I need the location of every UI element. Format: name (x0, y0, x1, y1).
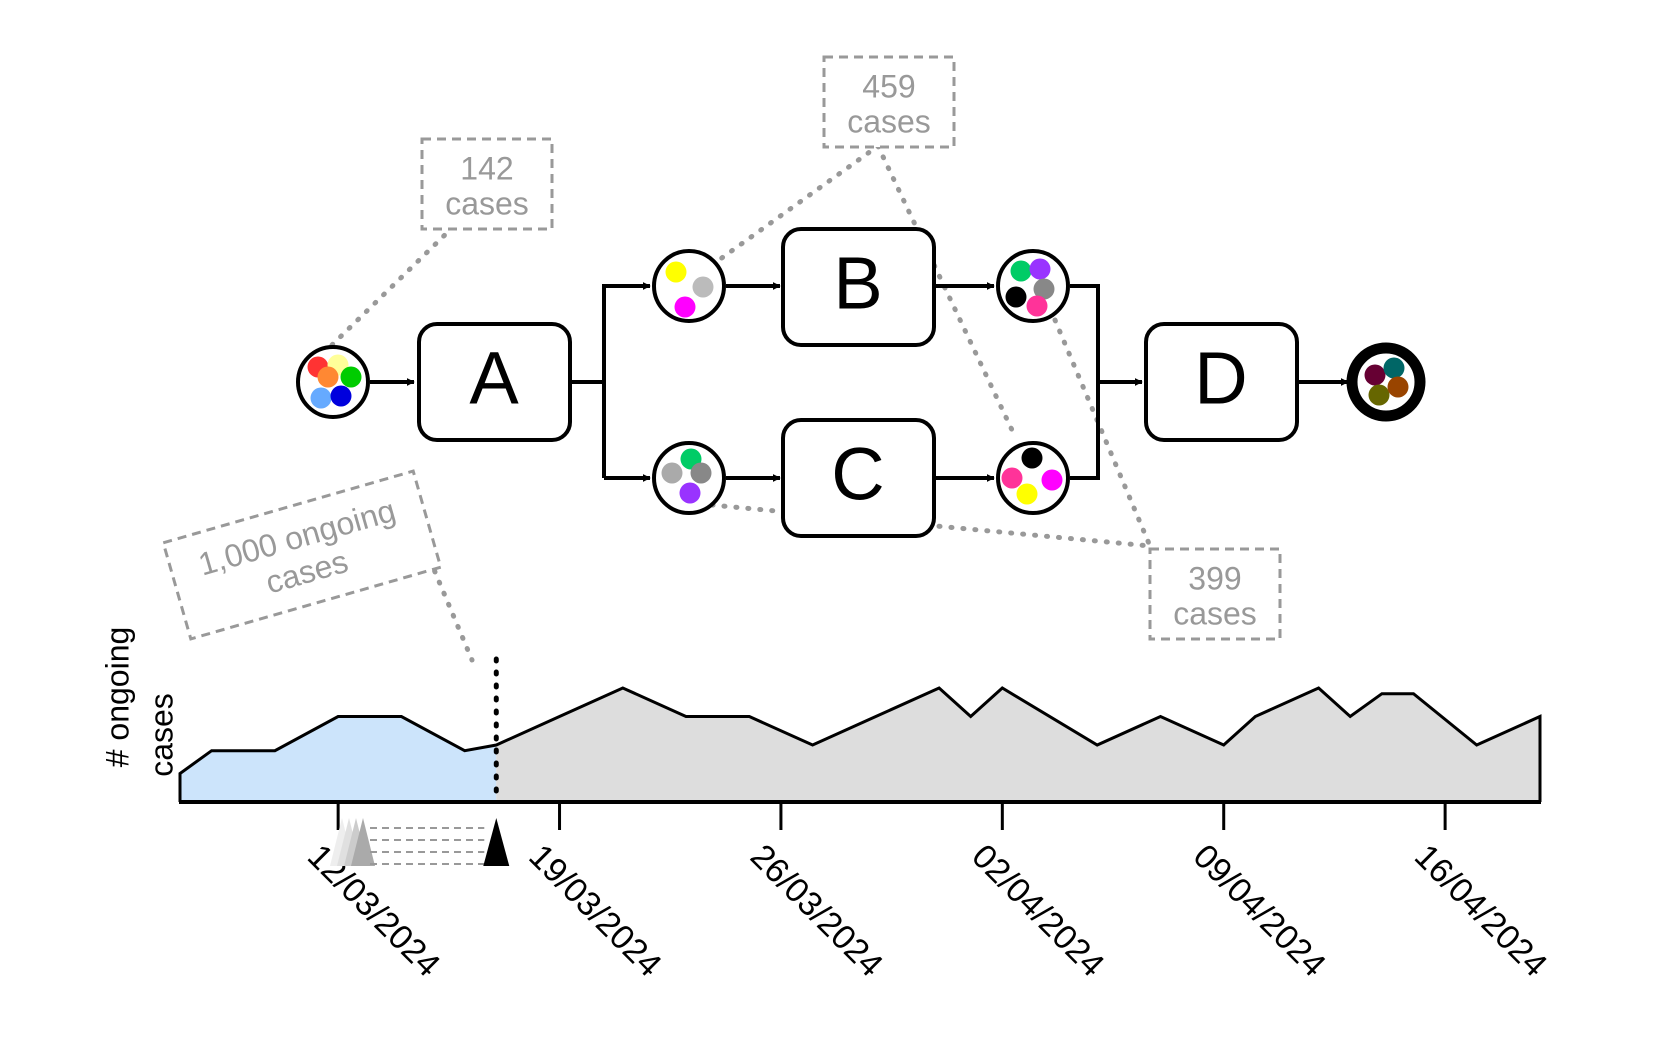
case-token (1005, 286, 1027, 308)
start-place (296, 345, 370, 419)
case-token (1364, 364, 1386, 386)
case-token (1387, 376, 1409, 398)
case-token (1001, 467, 1023, 489)
case-token (665, 261, 687, 283)
time-slider[interactable] (330, 656, 510, 866)
process-flow-edges (370, 282, 1349, 482)
previous-handle (351, 818, 375, 866)
join-cases-count: 399 (1188, 560, 1241, 596)
y-axis-label-line-2: cases (143, 693, 179, 777)
place-before-c (652, 441, 726, 515)
x-tick-label: 16/04/2024 (1407, 837, 1554, 984)
case-token (1010, 260, 1032, 282)
activity-d: D (1144, 322, 1299, 442)
future-cases-area (496, 688, 1541, 802)
case-token (340, 366, 362, 388)
case-token (1368, 384, 1390, 406)
start-cases-count: 142 (460, 150, 513, 186)
activity-a: A (417, 322, 572, 442)
case-token (1383, 357, 1405, 379)
join-cases-annotation: 399 cases (1148, 547, 1282, 641)
case-token (690, 462, 712, 484)
ongoing-cases-chart: 12/03/2024 19/03/2024 26/03/2024 02/04/2024… (99, 627, 1554, 985)
y-axis-label-line-1: # ongoing (99, 627, 135, 768)
join-cases-unit: cases (1173, 595, 1257, 631)
past-cases-area (180, 716, 497, 802)
activity-d-label: D (1194, 337, 1247, 420)
x-tick-label: 26/03/2024 (743, 837, 890, 984)
case-token (661, 462, 683, 484)
case-token (1041, 469, 1063, 491)
case-token (679, 482, 701, 504)
place-after-b (996, 249, 1070, 323)
x-tick-label: 02/04/2024 (964, 837, 1111, 984)
x-tick-label: 12/03/2024 (300, 837, 447, 984)
case-token (1016, 483, 1038, 505)
activity-c-label: C (831, 433, 884, 516)
activity-b-label: B (833, 242, 882, 325)
case-token (692, 276, 714, 298)
case-token (317, 366, 339, 388)
case-token (1029, 258, 1051, 280)
parallel-cases-unit: cases (847, 103, 931, 139)
parallel-cases-annotation: 459 cases (822, 55, 956, 149)
case-token (1026, 295, 1048, 317)
place-before-b (652, 249, 726, 323)
x-tick-label: 09/04/2024 (1186, 837, 1333, 984)
ongoing-cases-line (178, 686, 1542, 802)
case-token (1021, 447, 1043, 469)
previous-time-positions (330, 818, 485, 866)
x-tick-label: 19/03/2024 (522, 837, 669, 984)
activity-b: B (781, 227, 936, 347)
end-place (1346, 342, 1426, 422)
case-token (674, 296, 696, 318)
start-cases-unit: cases (445, 185, 529, 221)
time-slider-handle[interactable] (483, 818, 510, 866)
case-token (310, 387, 332, 409)
case-token (330, 385, 352, 407)
case-token (1033, 278, 1055, 300)
start-cases-annotation: 142 cases (420, 137, 554, 231)
parallel-cases-count: 459 (862, 68, 915, 104)
activity-c: C (781, 418, 936, 538)
activity-a-label: A (469, 337, 519, 420)
ongoing-cases-annotation: 1,000 ongoing cases (161, 469, 443, 641)
place-after-c (996, 441, 1070, 515)
